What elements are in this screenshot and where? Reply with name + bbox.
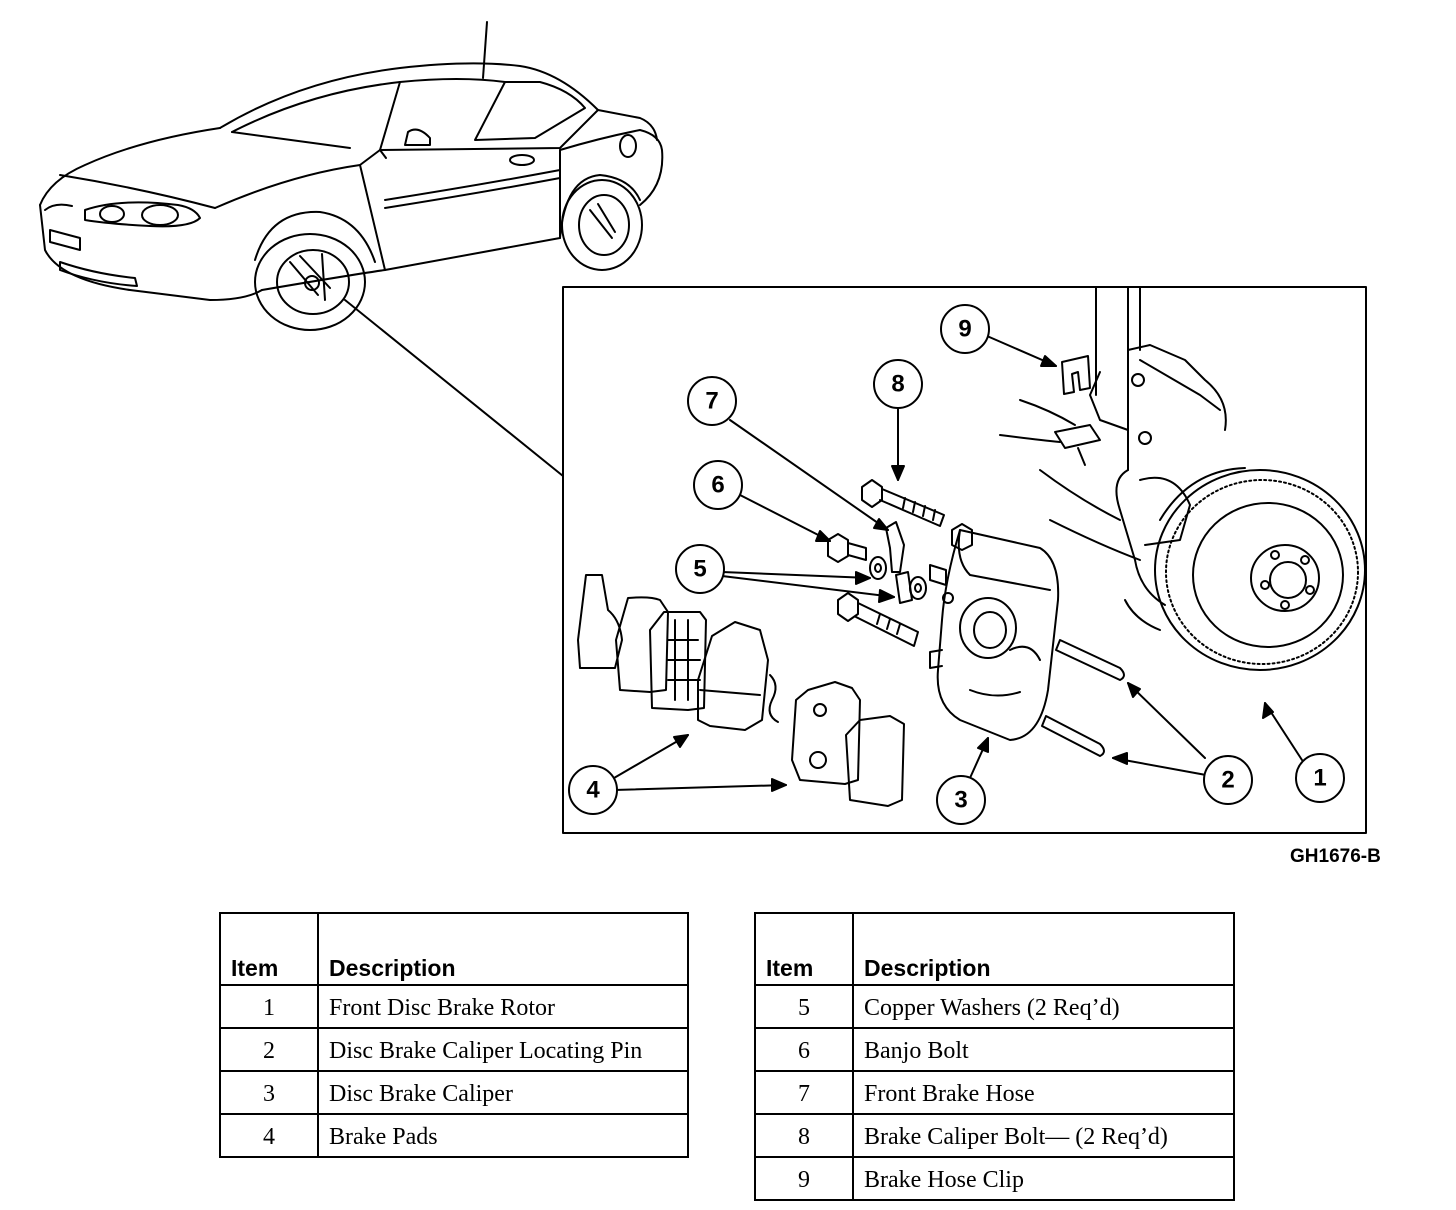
table-row: 3 Disc Brake Caliper [219, 1070, 689, 1115]
callout-circle-8 [873, 359, 923, 409]
legend-item-description: Front Brake Hose [852, 1070, 1235, 1115]
callout-label-4: 4 [586, 777, 600, 804]
callout-circle-4 [568, 765, 618, 815]
detail-frame [562, 286, 1367, 834]
legend-header-description: Description [852, 912, 1235, 986]
legend-item-number: 3 [219, 1070, 319, 1115]
legend-item-description: Front Disc Brake Rotor [317, 984, 689, 1029]
callout-label-8: 8 [891, 371, 904, 398]
legend-item-number: 9 [754, 1156, 854, 1201]
rotor-illustration [1154, 467, 1366, 671]
legend-item-description: Brake Caliper Bolt— (2 Req’d) [852, 1113, 1235, 1158]
banjo-bolt-illustration [827, 533, 867, 563]
callout-circle-2 [1203, 755, 1253, 805]
callout-label-5: 5 [693, 556, 706, 583]
caliper-bolt-lower-illustration [837, 592, 919, 647]
brake-hose-clip-illustration [1061, 355, 1091, 395]
legend-header-row: Item Description [754, 912, 1235, 986]
car-illustration [39, 21, 664, 331]
table-row: 8 Brake Caliper Bolt— (2 Req’d) [754, 1113, 1235, 1158]
legend-item-description: Banjo Bolt [852, 1027, 1235, 1072]
legend-item-description: Brake Hose Clip [852, 1156, 1235, 1201]
legend-item-number: 8 [754, 1113, 854, 1158]
legend-item-description: Disc Brake Caliper [317, 1070, 689, 1115]
locating-pin-upper [1055, 639, 1125, 681]
legend-table-left: Item Description 1 Front Disc Brake Roto… [219, 912, 689, 1158]
table-row: 7 Front Brake Hose [754, 1070, 1235, 1115]
copper-washer-lower [909, 576, 927, 600]
legend-header-description: Description [317, 912, 689, 986]
brake-pads-illustration [577, 574, 905, 807]
legend-item-number: 7 [754, 1070, 854, 1115]
callout-circle-7 [687, 376, 737, 426]
callout-label-6: 6 [711, 472, 724, 499]
legend-item-description: Brake Pads [317, 1113, 689, 1158]
copper-washer-upper [869, 556, 887, 580]
figure-id: GH1676-B [1290, 846, 1381, 867]
caliper-illustration [929, 523, 1060, 741]
table-row: 4 Brake Pads [219, 1113, 689, 1158]
caliper-bolt-upper-illustration [861, 479, 945, 527]
table-row: 2 Disc Brake Caliper Locating Pin [219, 1027, 689, 1072]
legend-item-number: 1 [219, 984, 319, 1029]
zoom-leader-line [344, 299, 564, 477]
legend-item-description: Disc Brake Caliper Locating Pin [317, 1027, 689, 1072]
callout-circle-9 [940, 304, 990, 354]
legend-item-number: 2 [219, 1027, 319, 1072]
callout-circles [568, 304, 1345, 825]
callout-label-2: 2 [1221, 767, 1234, 794]
table-row: 9 Brake Hose Clip [754, 1156, 1235, 1201]
strut-knuckle-illustration [999, 287, 1227, 631]
legend-header-row: Item Description [219, 912, 689, 986]
callout-label-1: 1 [1313, 765, 1326, 792]
locating-pin-lower [1041, 715, 1105, 757]
callout-label-7: 7 [705, 388, 718, 415]
callout-circle-1 [1295, 753, 1345, 803]
callout-circle-3 [936, 775, 986, 825]
brake-hose-illustration [885, 521, 905, 573]
callout-circle-5 [675, 544, 725, 594]
legend-header-item: Item [754, 912, 854, 986]
callout-circle-6 [693, 460, 743, 510]
legend-header-item: Item [219, 912, 319, 986]
callout-leaders [613, 335, 1303, 792]
legend-item-description: Copper Washers (2 Req’d) [852, 984, 1235, 1029]
callout-label-9: 9 [958, 316, 971, 343]
table-row: 6 Banjo Bolt [754, 1027, 1235, 1072]
callout-label-3: 3 [954, 787, 967, 814]
legend-item-number: 5 [754, 984, 854, 1029]
legend-item-number: 6 [754, 1027, 854, 1072]
legend-table-right: Item Description 5 Copper Washers (2 Req… [754, 912, 1235, 1201]
table-row: 1 Front Disc Brake Rotor [219, 984, 689, 1029]
table-row: 5 Copper Washers (2 Req’d) [754, 984, 1235, 1029]
legend-item-number: 4 [219, 1113, 319, 1158]
